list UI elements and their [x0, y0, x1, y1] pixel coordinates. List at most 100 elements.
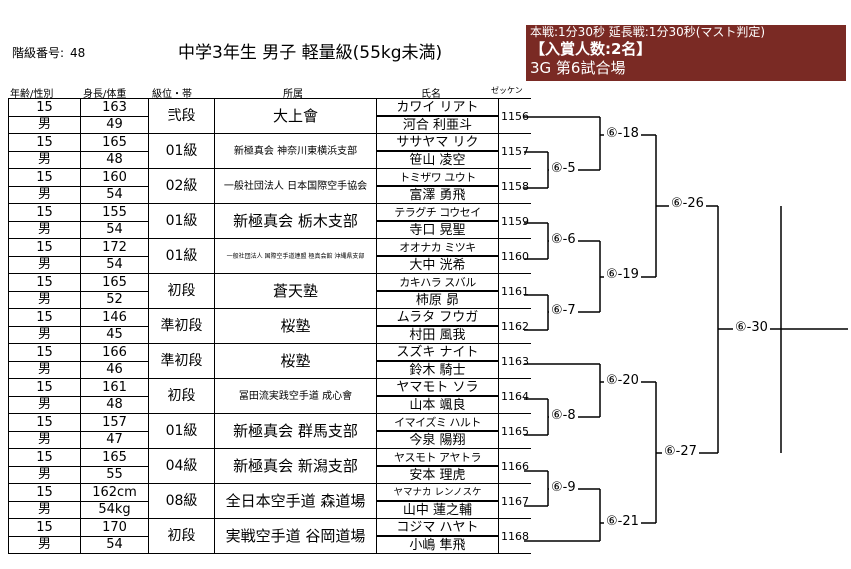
name-kana: イマイズミ ハルト [376, 413, 499, 432]
match-6-18: ⑥-18 [604, 126, 641, 141]
zekken: 1165 [498, 413, 531, 449]
rank: 初段 [148, 518, 215, 554]
height: 170 [80, 518, 149, 537]
class-number: 階級番号: 48 [12, 44, 85, 61]
match-6-20: ⑥-20 [604, 373, 641, 388]
affiliation: 全日本空手道 森道場 [214, 483, 377, 519]
match-6-30: ⑥-30 [733, 320, 770, 335]
height: 172 [80, 238, 149, 257]
class-number-label: 階級番号: [12, 46, 65, 60]
height: 157 [80, 413, 149, 432]
match-6-21: ⑥-21 [604, 514, 641, 529]
age: 15 [8, 308, 81, 327]
rank: 弐段 [148, 98, 215, 134]
zekken: 1157 [498, 133, 531, 169]
gender: 男 [8, 500, 81, 519]
name-kana: コジマ ハヤト [376, 518, 499, 537]
name-kana: オオナカ ミツキ [376, 238, 499, 257]
name-kana: トミザワ ユウト [376, 168, 499, 187]
weight: 47 [80, 430, 149, 449]
zekken: 1161 [498, 273, 531, 309]
name-kana: ヤマモト ソラ [376, 378, 499, 397]
zekken: 1156 [498, 98, 531, 134]
match-duration: 本戦:1分30秒 延長戦:1分30秒(マスト判定) [530, 25, 766, 39]
page-title: 中学3年生 男子 軽量級(55kg未満) [178, 43, 443, 63]
zekken: 1163 [498, 343, 531, 379]
prize-count: 【入賞人数:2名】 [530, 40, 652, 58]
affiliation: 一般社団法人 国際空手道連盟 極真会館 沖縄県支部 [214, 238, 377, 274]
name-kana: ムラタ フウガ [376, 308, 499, 327]
col-header-rank: 級位・帯 [152, 89, 192, 100]
affiliation: 桜塾 [214, 343, 377, 379]
height: 160 [80, 168, 149, 187]
match-6-5: ⑥-5 [549, 161, 578, 176]
name-kanji: 富澤 勇飛 [376, 185, 499, 204]
affiliation: 蒼天塾 [214, 273, 377, 309]
rank: 01級 [148, 133, 215, 169]
match-6-27: ⑥-27 [662, 444, 699, 459]
match-info-box: 本戦:1分30秒 延長戦:1分30秒(マスト判定) 【入賞人数:2名】 3G 第… [526, 25, 846, 81]
name-kana: ヤスモト アヤトラ [376, 448, 499, 467]
rank: 01級 [148, 203, 215, 239]
col-header-affiliation: 所属 [283, 89, 303, 100]
rank: 準初段 [148, 343, 215, 379]
rank: 04級 [148, 448, 215, 484]
name-kana: カワイ リアト [376, 98, 499, 117]
col-header-name: 氏名 [421, 89, 441, 100]
rank: 02級 [148, 168, 215, 204]
zekken: 1158 [498, 168, 531, 204]
class-number-value: 48 [70, 46, 86, 60]
age: 15 [8, 518, 81, 537]
match-6-8: ⑥-8 [549, 408, 578, 423]
affiliation: 大上會 [214, 98, 377, 134]
affiliation: 新極真会 新潟支部 [214, 448, 377, 484]
name-kanji: 安本 理虎 [376, 465, 499, 484]
weight: 52 [80, 290, 149, 309]
name-kanji: 柿原 昴 [376, 290, 499, 309]
weight: 48 [80, 150, 149, 169]
name-kana: ササヤマ リク [376, 133, 499, 152]
match-6-7: ⑥-7 [549, 303, 578, 318]
age: 15 [8, 203, 81, 222]
name-kana: テラグチ コウセイ [376, 203, 499, 222]
match-6-6: ⑥-6 [549, 232, 578, 247]
rank: 初段 [148, 378, 215, 414]
zekken: 1159 [498, 203, 531, 239]
name-kanji: 河合 利亜斗 [376, 115, 499, 134]
weight: 54 [80, 535, 149, 554]
zekken: 1160 [498, 238, 531, 274]
height: 162cm [80, 483, 149, 502]
match-6-26: ⑥-26 [669, 196, 706, 211]
affiliation: 新極真会 栃木支部 [214, 203, 377, 239]
name-kanji: 笹山 凌空 [376, 150, 499, 169]
zekken: 1168 [498, 518, 531, 554]
rank: 初段 [148, 273, 215, 309]
affiliation: 桜塾 [214, 308, 377, 344]
affiliation: 実戦空手道 谷岡道場 [214, 518, 377, 554]
col-header-zekken: ゼッケン [491, 86, 523, 95]
match-6-19: ⑥-19 [604, 267, 641, 282]
court-info: 3G 第6試合場 [530, 59, 626, 77]
match-6-9: ⑥-9 [549, 480, 578, 495]
name-kanji: 小嶋 隼飛 [376, 535, 499, 554]
gender: 男 [8, 290, 81, 309]
rank: 準初段 [148, 308, 215, 344]
